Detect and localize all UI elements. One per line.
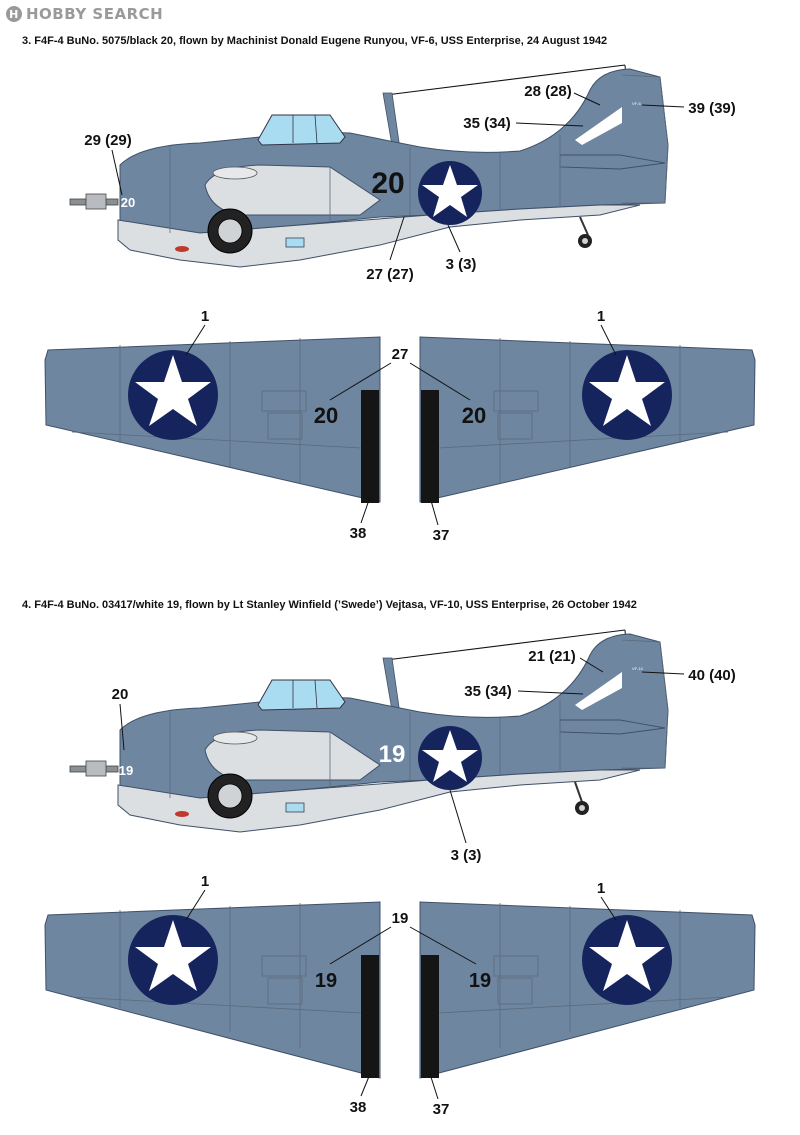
callout-side: 27 (27) bbox=[366, 266, 414, 283]
right-wing-stripe bbox=[421, 390, 439, 503]
canopy bbox=[257, 114, 346, 146]
callout-stripe-right: 37 bbox=[433, 1101, 450, 1118]
scheme-3-caption: 3. F4F-4 BuNo. 5075/black 20, flown by M… bbox=[22, 35, 608, 47]
fin-tag: VF-6 bbox=[632, 101, 641, 106]
callout-stripe-left: 38 bbox=[350, 525, 367, 542]
callout-nose: 20 bbox=[112, 686, 129, 703]
callout-fin-mid: 35 (34) bbox=[463, 115, 511, 132]
callout-nose: 29 (29) bbox=[84, 132, 132, 149]
left-wing-stripe bbox=[361, 390, 379, 503]
right-wing-number: 19 bbox=[469, 970, 491, 992]
watermark-badge: H bbox=[6, 6, 22, 22]
callout-insignia: 3 (3) bbox=[446, 256, 477, 273]
fuselage-side-number: 20 bbox=[371, 167, 404, 200]
callout-insignia: 3 (3) bbox=[451, 847, 482, 864]
callout-fin-mid: 35 (34) bbox=[464, 683, 512, 700]
callout-stripe-left: 38 bbox=[350, 1099, 367, 1116]
callout-fin-top: 21 (21) bbox=[528, 648, 576, 665]
right-wing-planform: 20 bbox=[419, 336, 756, 503]
callout-stripe-right: 37 bbox=[433, 527, 450, 544]
callout-wing-number: 19 bbox=[392, 910, 409, 927]
callout-wing-insignia-left: 1 bbox=[201, 308, 209, 325]
aircraft-side-profile: 19 19 VF-10 bbox=[69, 629, 669, 833]
nose-number: 19 bbox=[119, 763, 133, 778]
fin-tag: VF-10 bbox=[632, 666, 644, 671]
left-wing-number: 19 bbox=[315, 970, 337, 992]
left-wing-planform: 20 bbox=[44, 336, 381, 503]
callout-rudder: 40 (40) bbox=[688, 667, 736, 684]
callout-wing-number: 27 bbox=[392, 346, 409, 363]
scheme-3-drawing: 20 20 VF-6 29 (29) 28 (28) 39 (39) 35 (3… bbox=[44, 64, 756, 544]
callout-wing-insignia-right: 1 bbox=[597, 880, 605, 897]
left-wing-stripe bbox=[361, 955, 379, 1078]
callout-fin-top: 28 (28) bbox=[524, 83, 572, 100]
callout-wing-insignia-left: 1 bbox=[201, 873, 209, 890]
aircraft-side-profile: 20 20 VF-6 bbox=[69, 64, 669, 268]
right-wing-stripe bbox=[421, 955, 439, 1078]
left-wing-number: 20 bbox=[314, 403, 338, 428]
scheme-4-drawing: 19 19 VF-10 20 21 (21) 40 (40) 35 (34) 3… bbox=[44, 629, 756, 1118]
scheme-4-caption: 4. F4F-4 BuNo. 03417/white 19, flown by … bbox=[22, 599, 637, 611]
callout-wing-insignia-right: 1 bbox=[597, 308, 605, 325]
nose-number: 20 bbox=[121, 195, 135, 210]
canopy bbox=[257, 679, 346, 711]
right-wing-number: 20 bbox=[462, 403, 486, 428]
watermark: H HOBBY SEARCH bbox=[6, 5, 163, 23]
left-wing-planform: 19 bbox=[44, 901, 381, 1079]
right-wing-planform: 19 bbox=[419, 901, 756, 1079]
watermark-text: HOBBY SEARCH bbox=[26, 5, 164, 23]
callout-rudder: 39 (39) bbox=[688, 100, 736, 117]
fuselage-side-number: 19 bbox=[379, 741, 406, 768]
